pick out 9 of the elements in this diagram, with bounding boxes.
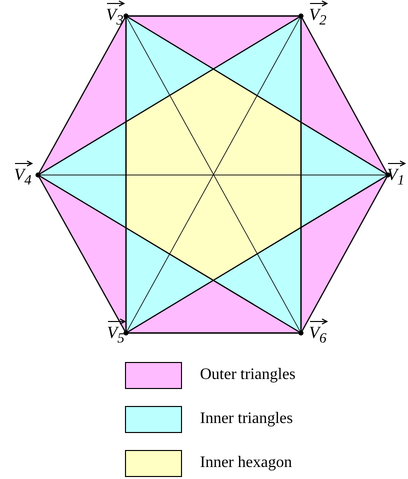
vector-label: V$_{1}$	[387, 160, 404, 190]
vector-label: V$_{5}$	[107, 318, 124, 348]
vector-label: V$_{2}$	[309, 0, 326, 30]
vector-label: V$_{6}$	[309, 318, 326, 348]
legend-label: Inner triangles	[200, 409, 293, 429]
vector-label: V$_{3}$	[106, 0, 124, 30]
legend-label: Outer triangles	[200, 365, 296, 385]
vector-label: V$_{4}$	[14, 160, 32, 190]
legend-label: Inner hexagon	[200, 453, 292, 473]
